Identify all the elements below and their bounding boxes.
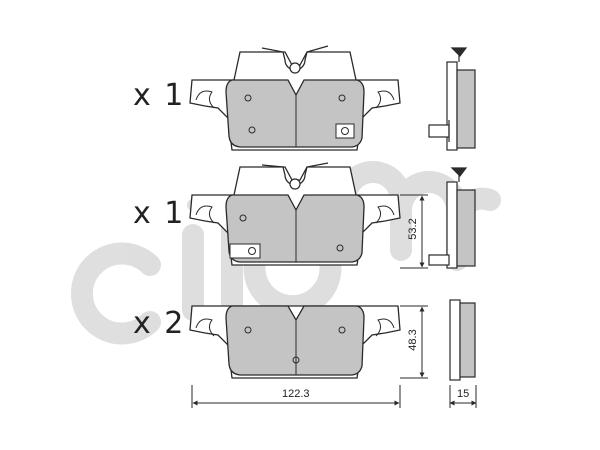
side-view-3 bbox=[449, 299, 476, 381]
dimension-height-plain: 48.3 bbox=[407, 329, 419, 351]
dimension-thickness: 15 bbox=[457, 388, 470, 400]
side-view-2 bbox=[428, 167, 476, 269]
pad-1-friction-material bbox=[225, 79, 365, 148]
quantity-label-3: x 2 bbox=[133, 306, 186, 341]
brake-pad-3 bbox=[189, 305, 401, 379]
quantity-label-2: x 1 bbox=[133, 196, 186, 231]
dimension-height-with-sensor: 53.2 bbox=[407, 218, 419, 240]
side-view-1 bbox=[428, 47, 476, 151]
brake-pad-1 bbox=[189, 45, 401, 151]
dimension-lines bbox=[191, 194, 477, 408]
pad-3-friction-material bbox=[225, 305, 365, 376]
dimension-width: 122.3 bbox=[282, 388, 310, 400]
brake-pad-2 bbox=[189, 162, 401, 266]
quantity-label-1: x 1 bbox=[133, 78, 186, 113]
